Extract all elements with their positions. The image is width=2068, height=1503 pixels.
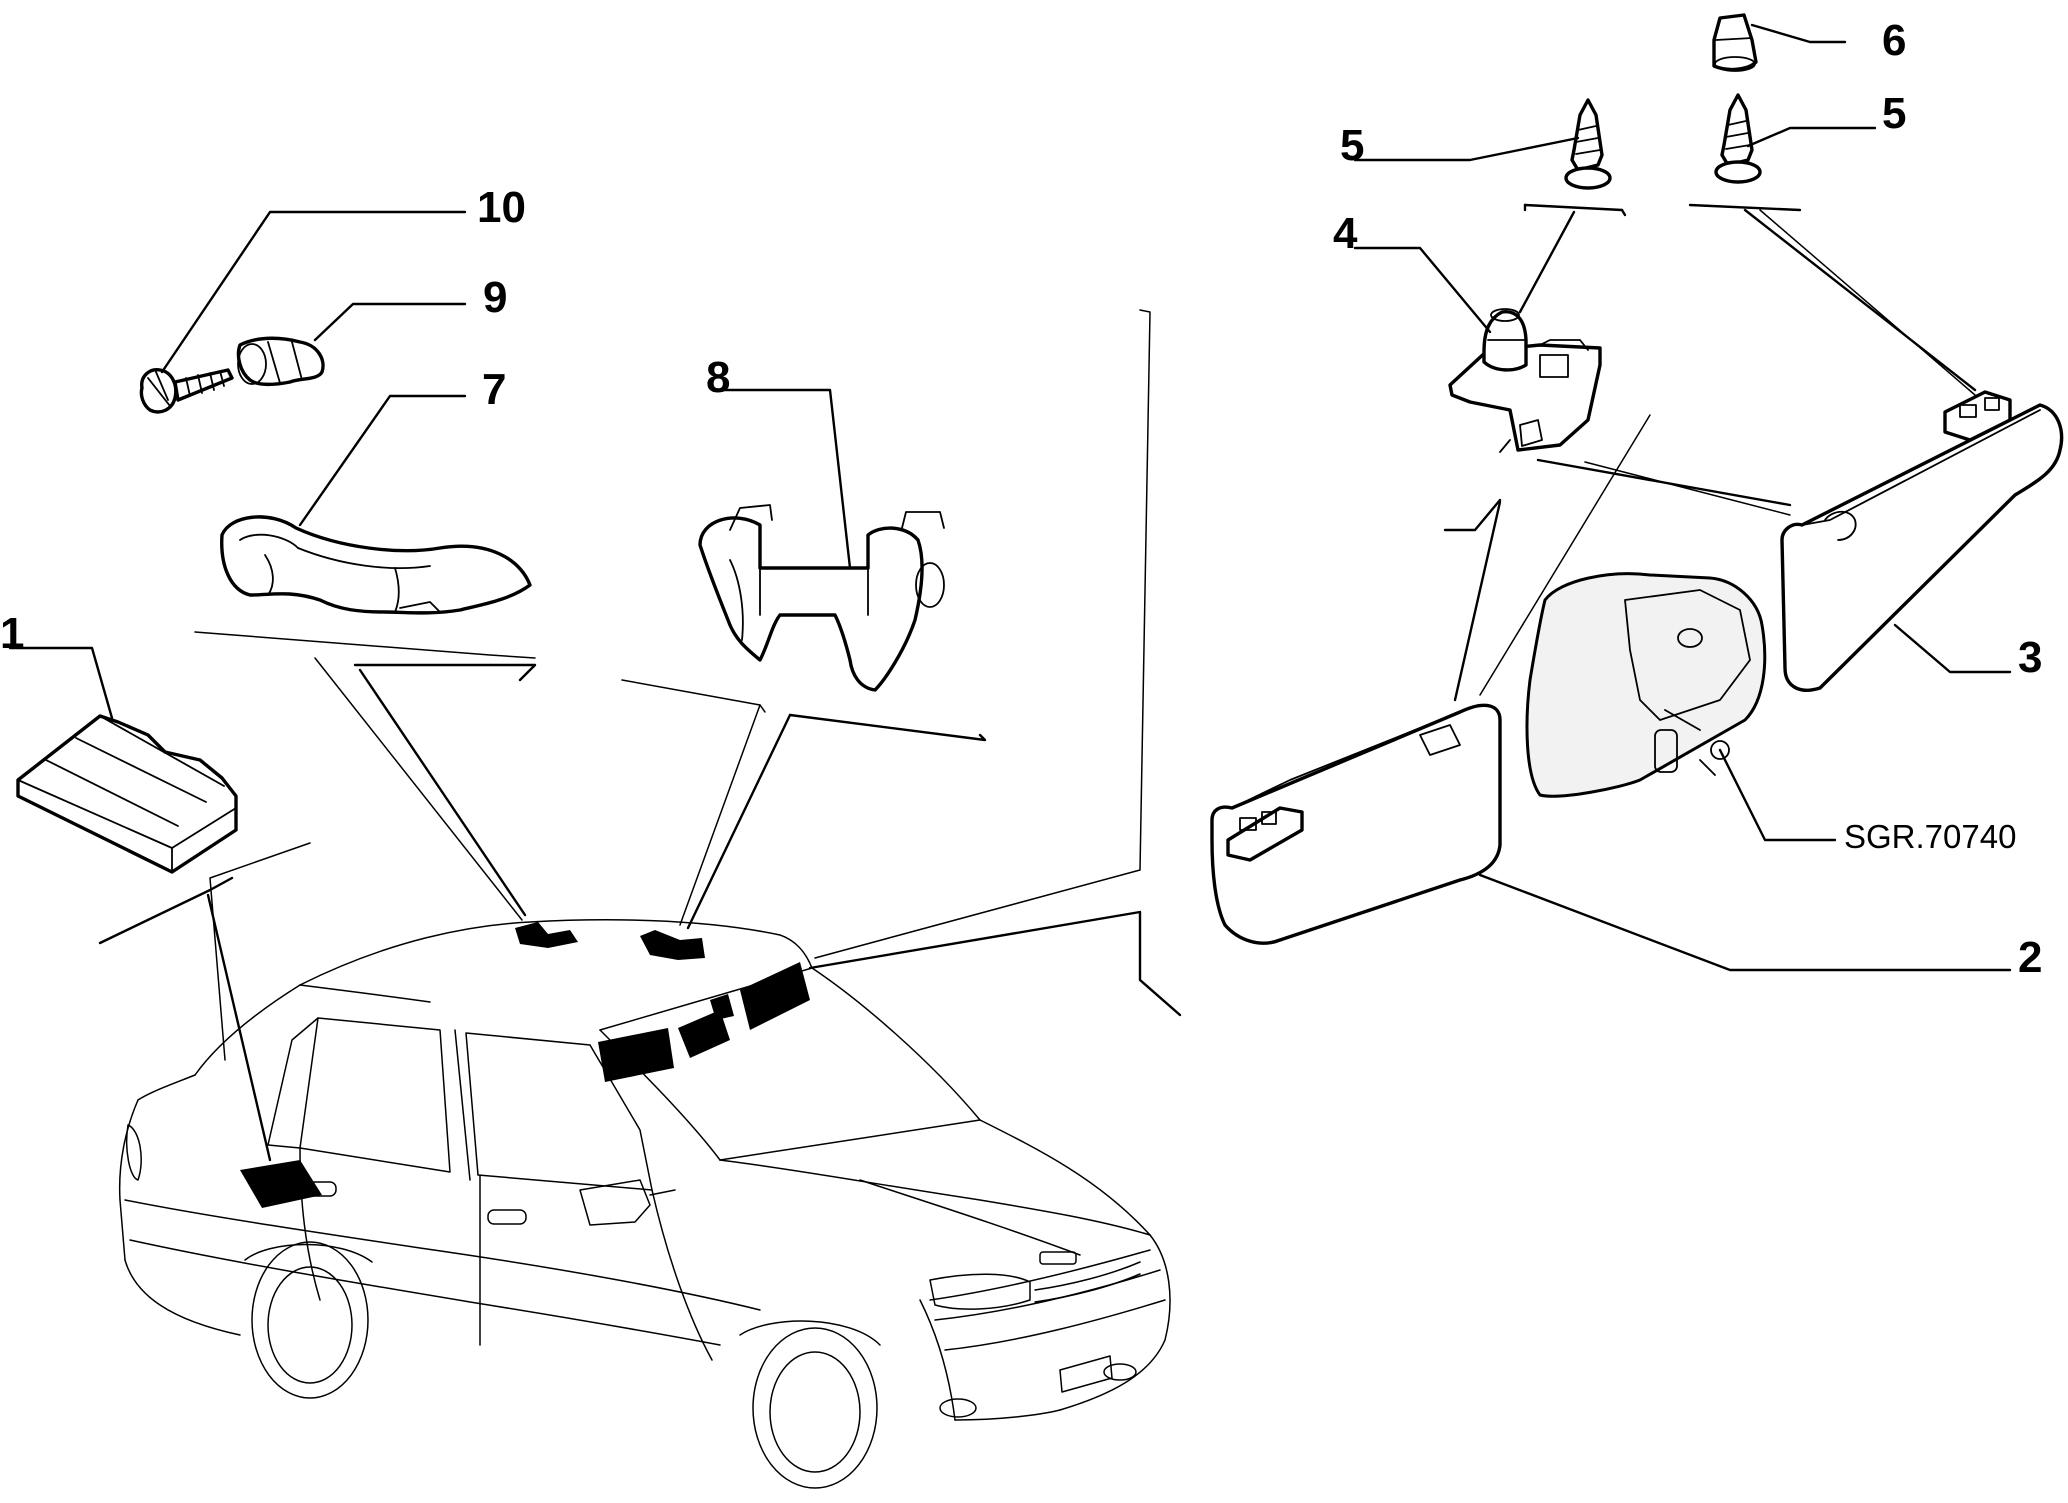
callout-9: 9 [483, 273, 507, 322]
part-2-sun-visor-left [1210, 703, 1502, 945]
part-6-plastic-plug [1712, 13, 1758, 72]
part-10-screw [139, 368, 234, 414]
callout-4: 4 [1333, 209, 1358, 258]
part-5-screw-left [1564, 98, 1612, 190]
leader-lines [8, 23, 2012, 1162]
callout-1: 1 [0, 609, 24, 658]
callout-3: 3 [2018, 633, 2042, 682]
part-4-visor-bracket [1448, 308, 1602, 453]
sedan-car-outline [118, 919, 1171, 1489]
callout-5-left: 5 [1340, 121, 1364, 170]
reference-code: SGR.70740 [1844, 818, 2016, 855]
callout-5-right: 5 [1882, 89, 1906, 138]
callout-7: 7 [482, 365, 506, 414]
callout-labels: 1 2 3 4 5 5 6 7 8 9 10 SGR.70740 [0, 16, 2042, 982]
callout-8: 8 [706, 353, 730, 402]
part-9-plastic-plug [236, 336, 325, 387]
callout-2: 2 [2018, 933, 2042, 982]
visor-mirror-clip [1525, 572, 1767, 798]
part-1-insulation-pad [16, 714, 238, 874]
callout-10: 10 [477, 183, 526, 232]
part-5-screw-right [1714, 93, 1762, 184]
callout-6: 6 [1882, 16, 1906, 65]
part-8-coat-hook [698, 504, 945, 692]
part-7-grab-handle [220, 515, 532, 615]
part-3-sun-visor-right [1780, 390, 2064, 692]
